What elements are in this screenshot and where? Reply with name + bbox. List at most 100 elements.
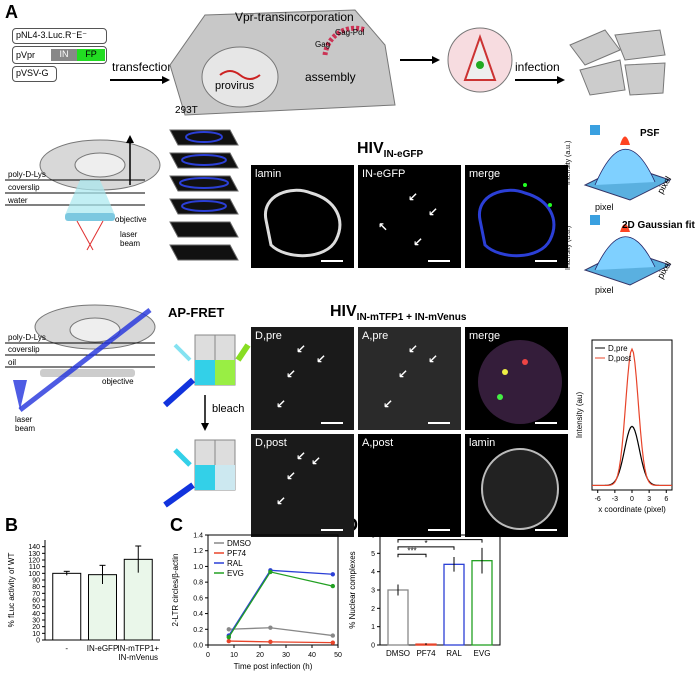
- y-tick-label: 0.6: [193, 595, 203, 602]
- y-tick-label: 10: [32, 631, 40, 638]
- gaussian-xlabel: pixel: [595, 285, 614, 295]
- x-tick-label: 40: [308, 652, 316, 659]
- y-tick-label: 1.0: [193, 564, 203, 571]
- assembly-label: assembly: [305, 70, 356, 84]
- x-tick-label: -3: [612, 496, 618, 503]
- significance-bracket: [397, 553, 427, 558]
- plasmid-vsvg: pVSV-G: [12, 66, 57, 82]
- scalebar: [535, 529, 557, 531]
- micrograph-a-post: A,post: [358, 434, 461, 537]
- legend-label: RAL: [227, 559, 243, 568]
- significance-bracket: [397, 539, 483, 543]
- y-tick-label: 50: [32, 604, 40, 611]
- x-tick-label: RAL: [446, 649, 462, 658]
- series-d-pre-fit: [591, 425, 673, 487]
- plot-frame: [591, 339, 673, 491]
- micrograph-lamin-2-label: lamin: [469, 437, 496, 449]
- psf-zlabel: Intensity (a.u.): [565, 140, 572, 185]
- psf-surface-plot: [583, 125, 672, 201]
- x-axis-label: Time post infection (h): [234, 662, 313, 671]
- y-tick-label: 0: [371, 643, 375, 650]
- scalebar: [535, 260, 557, 262]
- plot-frame: [207, 534, 339, 646]
- setup2-objective: objective: [102, 377, 134, 386]
- significance-label: *: [424, 539, 427, 548]
- y-axis-label: 2-LTR circles/β-actin: [171, 554, 180, 627]
- x-tick-label: PF74: [416, 649, 436, 658]
- psf-xlabel: pixel: [595, 202, 614, 212]
- scalebar: [428, 422, 450, 424]
- micrograph-in-egfp: IN-eGFP ↙↙ ↖↙: [358, 165, 461, 268]
- psf-label: PSF: [640, 128, 660, 139]
- infection-arrow: [515, 76, 565, 84]
- provirus-label: provirus: [215, 80, 255, 92]
- scalebar: [428, 529, 450, 531]
- plasmid-fp-segment: FP: [77, 49, 105, 61]
- y-axis-label: % Nuclear complexes: [348, 551, 357, 628]
- panel-letter-a: A: [5, 2, 18, 22]
- target-cells-drawing: [569, 29, 666, 96]
- gag-label: Gag: [315, 40, 331, 49]
- setup2-oil: oil: [8, 358, 17, 367]
- legend-label: EVG: [227, 569, 244, 578]
- scalebar: [321, 422, 343, 424]
- x-tick-label: 20: [256, 652, 264, 659]
- micrograph-merge-1: merge: [465, 165, 568, 268]
- series-d-post-fit: [592, 347, 672, 487]
- y-tick-label: 30: [32, 618, 40, 625]
- bar: [88, 574, 117, 641]
- panel-letter-c: C: [170, 515, 183, 535]
- micrograph-a-pre: A,pre ↙↙ ↙↙: [358, 327, 461, 430]
- significance-label: *: [438, 532, 441, 541]
- x-tick-label: 0: [630, 496, 634, 503]
- data-point: [226, 634, 231, 640]
- data-point: [268, 569, 273, 575]
- vpr-transincorporation-title: Vpr-transincorporation: [235, 10, 354, 24]
- hiv-ingfp-title-main: HIV: [357, 140, 384, 157]
- hiv-fret-title-main: HIV: [330, 303, 357, 320]
- micrograph-a-pre-label: A,pre: [362, 330, 389, 342]
- bar: [443, 563, 465, 646]
- scalebar: [535, 422, 557, 424]
- micrograph-d-pre-label: D,pre: [255, 330, 282, 342]
- micrograph-d-pre: D,pre ↙↙ ↙↙: [251, 327, 354, 430]
- plasmid-vpr: pVpr IN FP: [12, 46, 107, 64]
- micrograph-merge-2-label: merge: [469, 330, 501, 342]
- y-tick-label: 100: [28, 571, 40, 578]
- x-tick-label: 0: [206, 652, 210, 659]
- setup1-polydlys: poly-D-Lys: [8, 170, 46, 179]
- data-point: [268, 625, 273, 630]
- y-tick-label: 0: [36, 638, 40, 645]
- plasmid-in-segment: IN: [51, 49, 77, 61]
- y-axis-label: Intensity (au): [575, 392, 584, 439]
- significance-label: ***: [407, 546, 416, 555]
- data-point: [330, 583, 335, 589]
- x-axis-label: x coordinate (pixel): [598, 505, 666, 514]
- hiv-fret-title-sub: IN-mTFP1 + IN-mVenus: [356, 312, 467, 324]
- y-axis-label: % fLuc activity of WT: [7, 553, 16, 628]
- apfret-title: AP-FRET: [168, 305, 225, 320]
- legend-label: D,post: [608, 354, 632, 363]
- bar: [387, 589, 409, 646]
- series-line-pf74: [228, 640, 333, 644]
- legend-label: D,pre: [608, 344, 628, 353]
- panel-letter-b: B: [5, 515, 18, 535]
- y-tick-label: 3: [371, 588, 375, 595]
- gaussian-fit-label: 2D Gaussian fit: [622, 220, 695, 231]
- bleach-label: bleach: [212, 403, 245, 415]
- y-tick-label: 80: [32, 584, 40, 591]
- transfection-arrow: [110, 76, 170, 84]
- y-tick-label: 2: [371, 606, 375, 613]
- x-tick-label: 10: [230, 652, 238, 659]
- series-line-ral: [228, 569, 333, 636]
- hiv-ingfp-title-sub: IN-eGFP: [383, 149, 424, 161]
- series-line-evg: [228, 571, 333, 638]
- x-tick-label: -: [65, 644, 68, 653]
- zstack-drawing: [169, 129, 239, 261]
- widefield-setup-drawing: [5, 135, 161, 251]
- x-tick-label: EVG: [474, 649, 491, 658]
